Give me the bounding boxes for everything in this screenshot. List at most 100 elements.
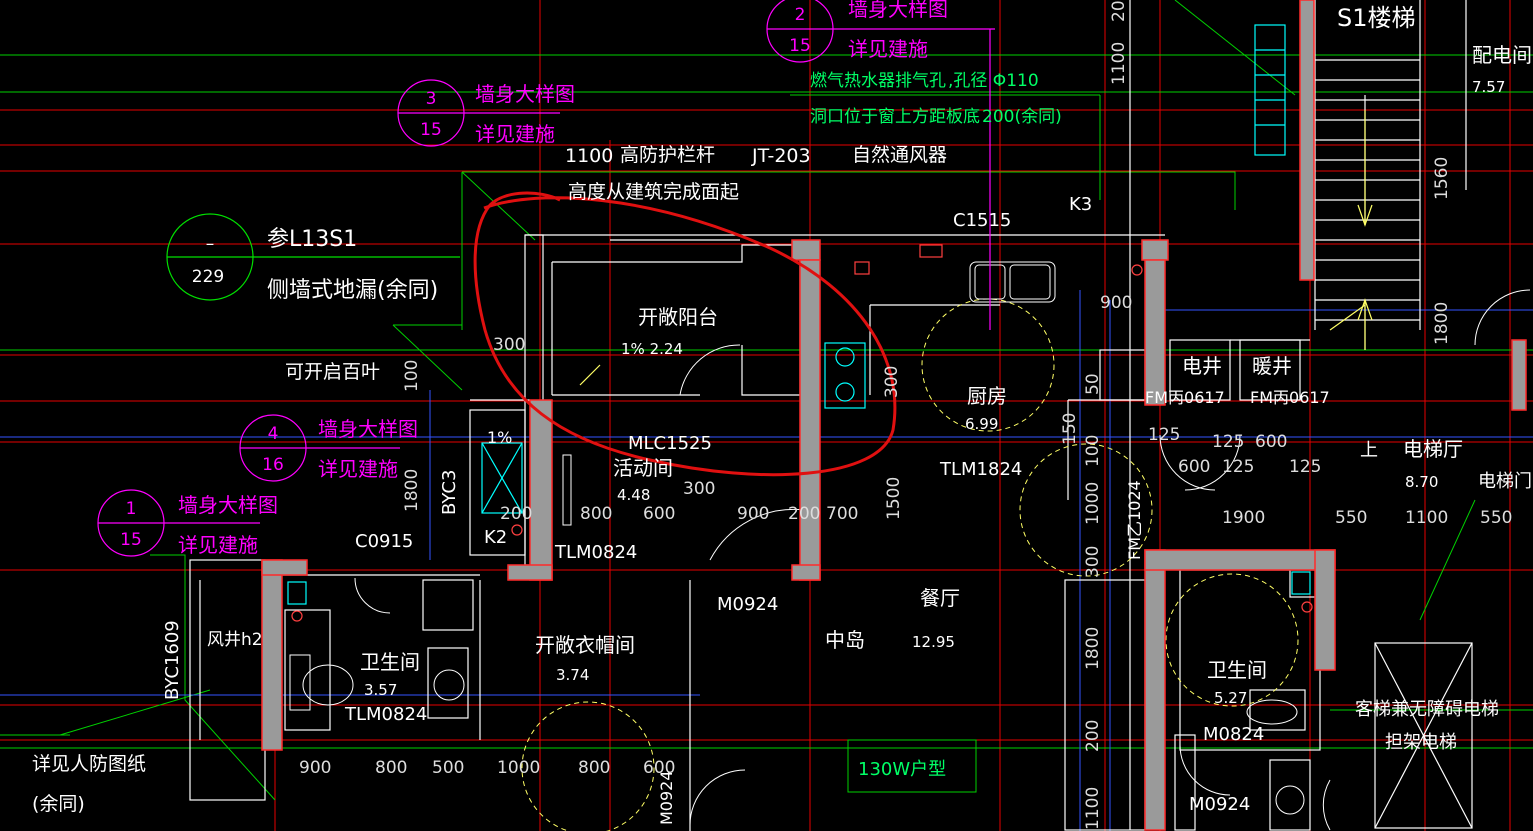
- code-m0924-a: M0924: [717, 594, 778, 615]
- room-cloak-area: 3.74: [556, 666, 589, 684]
- turning-circles: [521, 298, 1299, 831]
- dim-s1560: 1560: [1432, 157, 1452, 200]
- dim-800a: 800: [580, 504, 612, 524]
- dim-s1800: 1800: [1432, 302, 1452, 345]
- note-ventilator: 自然通风器: [852, 144, 947, 166]
- bubble-2-line2: 详见建施: [848, 37, 928, 61]
- ref-bubble: [166, 213, 460, 301]
- basin-fixture: [433, 669, 465, 701]
- bubble-3-line2: 详见建施: [475, 122, 555, 146]
- bubble-2-bottom: 15: [789, 36, 811, 56]
- code-c1515: C1515: [953, 210, 1011, 231]
- dim-b900: 900: [299, 758, 331, 778]
- bubble-4-top: 4: [268, 424, 279, 444]
- toilet-fixture: [302, 664, 354, 706]
- detail-bubbles: [97, 0, 995, 557]
- dim-1900: 1900: [1222, 508, 1265, 528]
- code-m0924-b: M0924: [657, 770, 676, 825]
- dim-b800a: 800: [375, 758, 407, 778]
- bubble-2-top: 2: [795, 5, 806, 25]
- dim-125b: 125: [1212, 432, 1244, 452]
- ref-bubble-bottom: 229: [192, 267, 224, 287]
- note-civil-defense-2: (余同): [32, 793, 85, 815]
- dim-300d: 300: [1083, 546, 1103, 578]
- note-hole-pos-1: 洞口位于窗上方距板底: [810, 107, 980, 127]
- dim-100a: 100: [402, 360, 422, 392]
- room-bath1-area: 3.57: [364, 681, 397, 699]
- dim-top20: 20: [1109, 0, 1129, 22]
- room-balcony-area: 1% 2.24: [621, 340, 683, 358]
- code-m0824: M0824: [1203, 724, 1264, 745]
- room-cloak-name: 开敞衣帽间: [535, 633, 635, 657]
- bubble-1-top: 1: [126, 499, 137, 519]
- room-activity-name: 活动间: [613, 456, 673, 480]
- dim-600c: 600: [1178, 457, 1210, 477]
- room-kitchen-area: 6.99: [965, 415, 998, 433]
- bubble-3-bottom: 15: [420, 120, 442, 140]
- stove-fixture: [287, 24, 1311, 605]
- note-gas-vent-2: ,孔径 Φ110: [948, 71, 1039, 91]
- code-tlm1824: TLM1824: [939, 459, 1022, 480]
- room-island-name: 中岛: [825, 628, 865, 652]
- room-dining-name: 餐厅: [920, 586, 960, 610]
- note-louver: 可开启百叶: [285, 361, 380, 383]
- dim-125a: 125: [1148, 425, 1180, 445]
- room-balcony-name: 开敞阳台: [638, 305, 718, 329]
- dim-100b: 100: [1083, 435, 1103, 467]
- bubble-1-line2: 详见建施: [178, 533, 258, 557]
- code-mlc1525: MLC1525: [628, 433, 712, 454]
- room-activity-area: 4.48: [617, 486, 650, 504]
- code-m0924-c: M0924: [1189, 794, 1250, 815]
- room-bath1-name: 卫生间: [360, 650, 420, 674]
- bubble-4-line1: 墙身大样图: [318, 417, 418, 441]
- code-elevator-2: 担架电梯: [1385, 732, 1457, 753]
- sink-fixture: [969, 261, 1056, 303]
- dim-b600: 600: [643, 758, 675, 778]
- fixtures: [289, 261, 1305, 815]
- code-k2: K2: [484, 527, 507, 548]
- walls: [261, 0, 1527, 831]
- door-swings: [354, 289, 1531, 831]
- dim-550b: 550: [1480, 508, 1512, 528]
- code-fm-1: FM丙0617: [1145, 388, 1225, 407]
- bubble-1-bottom: 15: [120, 530, 142, 550]
- dim-300b: 300: [683, 479, 715, 499]
- ref-line2: 侧墙式地漏(余同): [267, 278, 438, 303]
- dim-b500: 500: [432, 758, 464, 778]
- bubble-2-line1: 墙身大样图: [848, 0, 948, 21]
- room-elevator-hall-name: 电梯厅: [1403, 437, 1463, 461]
- code-elevator-door: 电梯门: [1478, 471, 1532, 492]
- bubble-4-line2: 详见建施: [318, 457, 398, 481]
- room-dining-area: 12.95: [912, 633, 955, 651]
- dim-1800b: 1800: [1083, 627, 1103, 670]
- room-shaft-name: 风井h2: [207, 630, 263, 650]
- dim-200b: 200: [788, 504, 820, 524]
- code-tlm0824-b: TLM0824: [344, 704, 427, 725]
- dim-125d: 125: [1289, 457, 1321, 477]
- code-byc1609: BYC1609: [162, 620, 183, 700]
- dim-1000: 1000: [1083, 482, 1103, 525]
- dim-900b: 900: [1100, 293, 1132, 313]
- dim-b800b: 800: [578, 758, 610, 778]
- note-rail-code: JT-203: [751, 145, 811, 167]
- code-up: 上: [1360, 440, 1378, 461]
- code-pct: 1%: [487, 428, 512, 447]
- dim-1100a: 1100: [1405, 508, 1448, 528]
- room-elevator-hall-area: 8.70: [1405, 473, 1438, 491]
- small-markers: [291, 244, 1313, 622]
- dim-600b: 600: [1255, 432, 1287, 452]
- code-c0915: C0915: [355, 531, 413, 552]
- room-power-room-area: 7.57: [1472, 78, 1505, 96]
- ref-bubble-top: –: [206, 234, 215, 254]
- room-kitchen-name: 厨房: [967, 384, 1007, 408]
- dim-600a: 600: [643, 504, 675, 524]
- dim-300a: 300: [493, 335, 525, 355]
- code-k3: K3: [1069, 194, 1092, 215]
- highlight-annotation: [473, 191, 897, 477]
- room-bath2-name: 卫生间: [1207, 658, 1267, 682]
- code-fm-z: FM乙1024: [1125, 480, 1144, 560]
- code-fm-2: FM丙0617: [1250, 388, 1330, 407]
- room-elec-shaft-name: 电井: [1182, 354, 1222, 378]
